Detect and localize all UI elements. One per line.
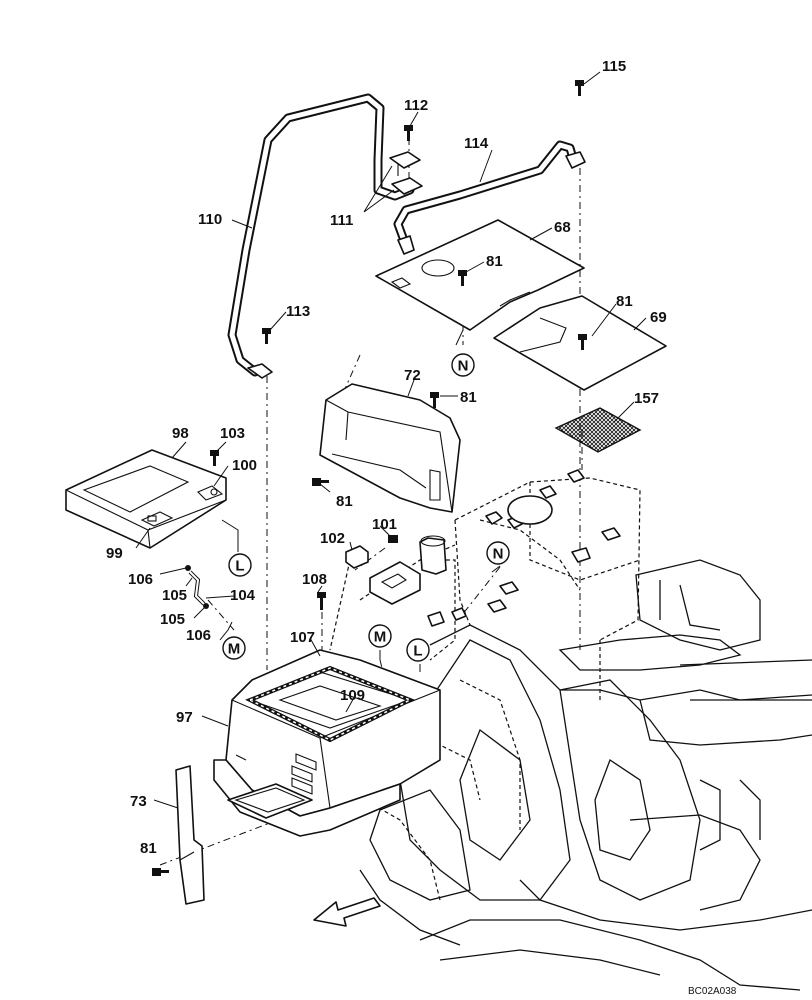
label-69: 69 — [650, 309, 667, 326]
label-81-b: 81 — [616, 293, 633, 310]
label-112: 112 — [404, 97, 428, 114]
plate-73 — [175, 765, 205, 905]
bolt-81d-icon — [312, 478, 329, 486]
label-99: 99 — [106, 545, 123, 562]
bolts — [152, 80, 587, 876]
label-73: 73 — [130, 793, 147, 810]
frame-107 — [245, 665, 415, 743]
bolt-108-icon — [317, 592, 326, 610]
bolt-81c-icon — [430, 392, 439, 408]
label-81-e: 81 — [140, 840, 157, 857]
label-68: 68 — [554, 219, 571, 236]
svg-text:L: L — [413, 643, 422, 660]
label-81-a: 81 — [486, 253, 503, 270]
body-outline-dashed — [259, 477, 641, 901]
base-97 — [213, 759, 401, 837]
machine-frame — [359, 559, 812, 991]
direction-arrow-icon — [313, 897, 381, 927]
cable-104 — [185, 565, 209, 609]
label-113: 113 — [286, 303, 310, 320]
bracket-111 — [389, 151, 423, 195]
label-106-b: 106 — [186, 627, 211, 644]
bracket-102 — [345, 545, 369, 569]
label-114: 114 — [464, 135, 489, 152]
label-97: 97 — [176, 709, 193, 726]
bolt-115-icon — [575, 80, 584, 96]
callout-m-left: M — [222, 636, 246, 660]
callout-n-top: N — [451, 353, 475, 377]
callout-l-right: L — [406, 638, 430, 662]
leader-lines — [135, 71, 647, 809]
label-107: 107 — [290, 629, 315, 646]
label-105-b: 105 — [160, 611, 185, 628]
mount-bracket — [369, 561, 421, 605]
label-98: 98 — [172, 425, 189, 442]
bolt-81b-icon — [578, 334, 587, 350]
handrail-114 — [393, 140, 586, 255]
cover-plate-68 — [375, 219, 585, 331]
label-104: 104 — [230, 587, 256, 604]
cover-plate-69 — [493, 295, 667, 391]
label-103: 103 — [220, 425, 245, 442]
label-102: 102 — [320, 530, 345, 547]
clip-parts — [427, 469, 621, 627]
bolt-101-icon — [388, 535, 398, 543]
callout-m-center: M — [368, 624, 392, 648]
callout-l-left: L — [228, 553, 252, 577]
svg-text:L: L — [235, 558, 244, 575]
svg-text:N: N — [493, 546, 504, 563]
cylinder-101 — [419, 535, 447, 575]
label-109: 109 — [340, 687, 365, 704]
bolt-81e-icon — [152, 868, 169, 876]
part-labels: 115 112 114 110 111 68 81 113 81 69 72 8… — [106, 58, 667, 857]
svg-text:M: M — [228, 641, 241, 658]
label-101: 101 — [372, 516, 397, 533]
bolt-113-icon — [262, 328, 271, 344]
label-157: 157 — [634, 390, 659, 407]
bolt-103-icon — [210, 450, 219, 466]
svg-text:M: M — [374, 629, 387, 646]
label-81-d: 81 — [336, 493, 353, 510]
drawing-code: BC02A038 — [688, 986, 737, 997]
bolt-81a-icon — [458, 270, 467, 286]
callout-n-mid: N — [486, 541, 510, 565]
label-100: 100 — [232, 457, 257, 474]
label-72: 72 — [404, 367, 421, 384]
label-111: 111 — [330, 212, 353, 229]
label-81-c: 81 — [460, 389, 477, 406]
label-110: 110 — [198, 211, 222, 228]
label-106-a: 106 — [128, 571, 153, 588]
side-panel-98 — [65, 449, 227, 549]
label-115: 115 — [602, 58, 626, 75]
svg-text:N: N — [458, 358, 469, 375]
callout-circles: N N L L M M — [222, 353, 510, 662]
label-108: 108 — [302, 571, 327, 588]
cover-box-72 — [319, 383, 461, 513]
bolt-112-icon — [404, 125, 413, 141]
handrail-110 — [227, 93, 415, 379]
screen-157 — [554, 407, 642, 453]
label-105-a: 105 — [162, 587, 187, 604]
